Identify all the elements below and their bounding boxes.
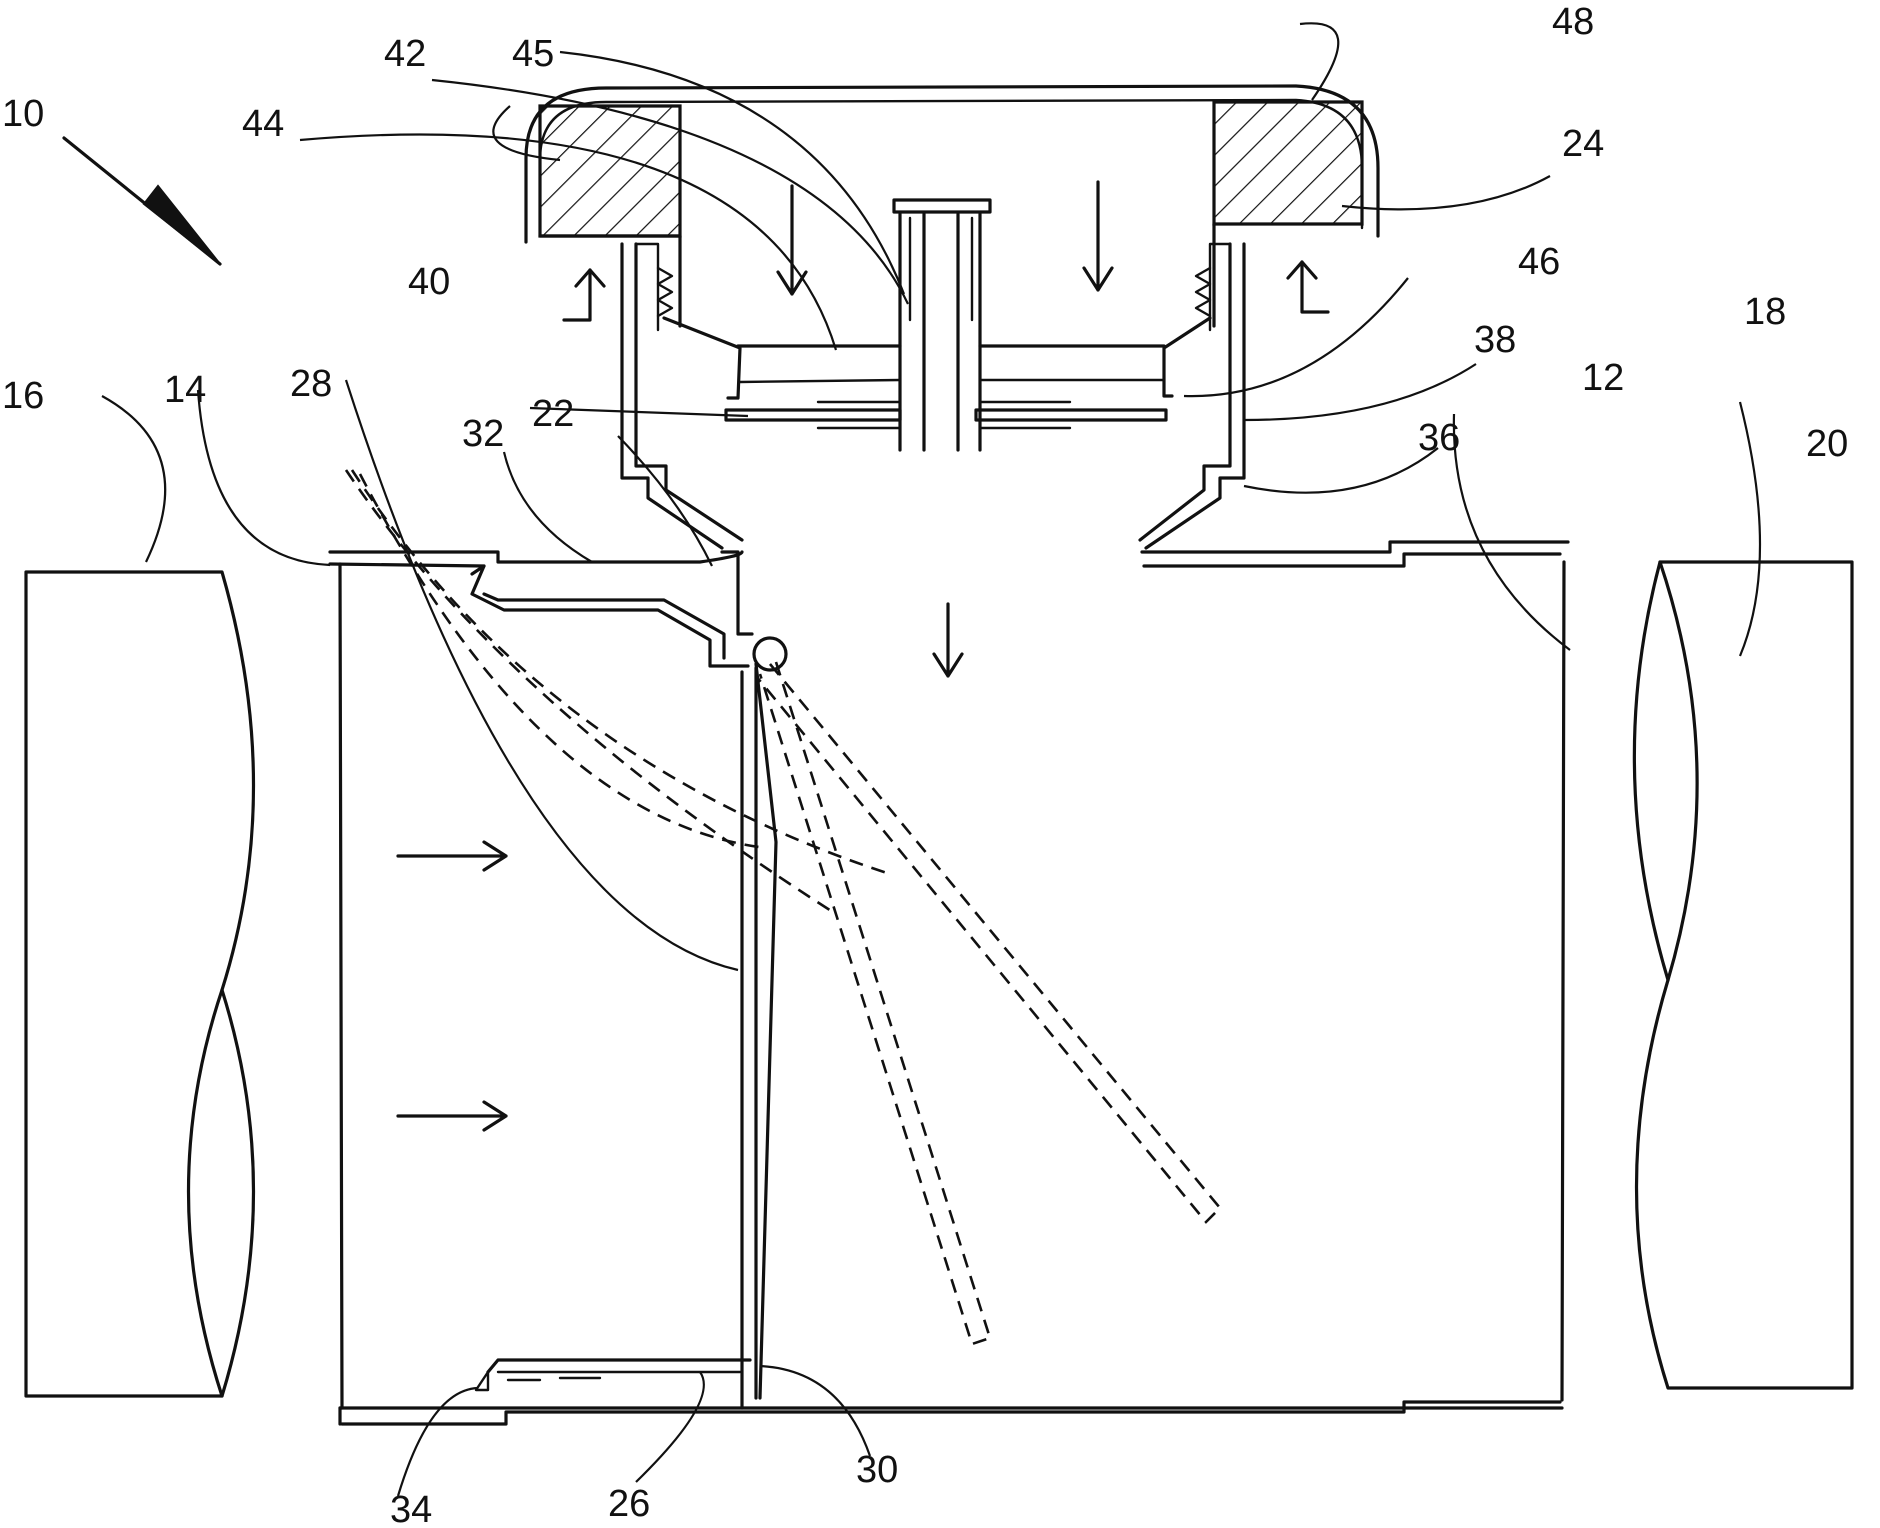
flow-arrow-down-right [1082, 180, 1114, 292]
label-48: 48 [1552, 1, 1594, 43]
left-flange [24, 570, 256, 1398]
flap-open-positions [344, 469, 1222, 1346]
hinge-pin [752, 636, 788, 672]
flap-mechanism [470, 550, 788, 1410]
label-38: 38 [1474, 319, 1516, 361]
label-44: 44 [242, 103, 284, 145]
flow-arrows [62, 136, 1330, 1132]
cap [524, 84, 1380, 328]
label-40: 40 [408, 261, 450, 303]
label-14: 14 [164, 369, 206, 411]
diaphragm-assembly [662, 198, 1212, 452]
flow-arrow-up-left [562, 268, 606, 322]
label-20: 20 [1806, 423, 1848, 465]
label-34: 34 [390, 1489, 432, 1528]
flow-arrow-up-right [1286, 260, 1330, 314]
label-28: 28 [290, 363, 332, 405]
label-16: 16 [2, 375, 44, 417]
label-12: 12 [1582, 357, 1624, 399]
label-46: 46 [1518, 241, 1560, 283]
label-24: 24 [1562, 123, 1604, 165]
label-32: 32 [462, 413, 504, 455]
valve-neck [620, 242, 1246, 550]
right-flange [1632, 560, 1854, 1390]
label-45: 45 [512, 33, 554, 75]
label-36: 36 [1418, 417, 1460, 459]
label-30: 30 [856, 1449, 898, 1491]
label-10: 10 [2, 93, 44, 135]
flow-arrow-down-center [932, 602, 964, 678]
flow-arrow-right-upper [396, 840, 508, 872]
valve-body [328, 540, 1570, 1426]
flow-arrow-right-lower [396, 1100, 508, 1132]
label-42: 42 [384, 33, 426, 75]
label-18: 18 [1744, 291, 1786, 333]
flow-arrow-down-left [776, 184, 808, 296]
label-22: 22 [532, 393, 574, 435]
label-26: 26 [608, 1483, 650, 1525]
leader-lines [101, 22, 1762, 1497]
seal-right [1212, 100, 1364, 226]
